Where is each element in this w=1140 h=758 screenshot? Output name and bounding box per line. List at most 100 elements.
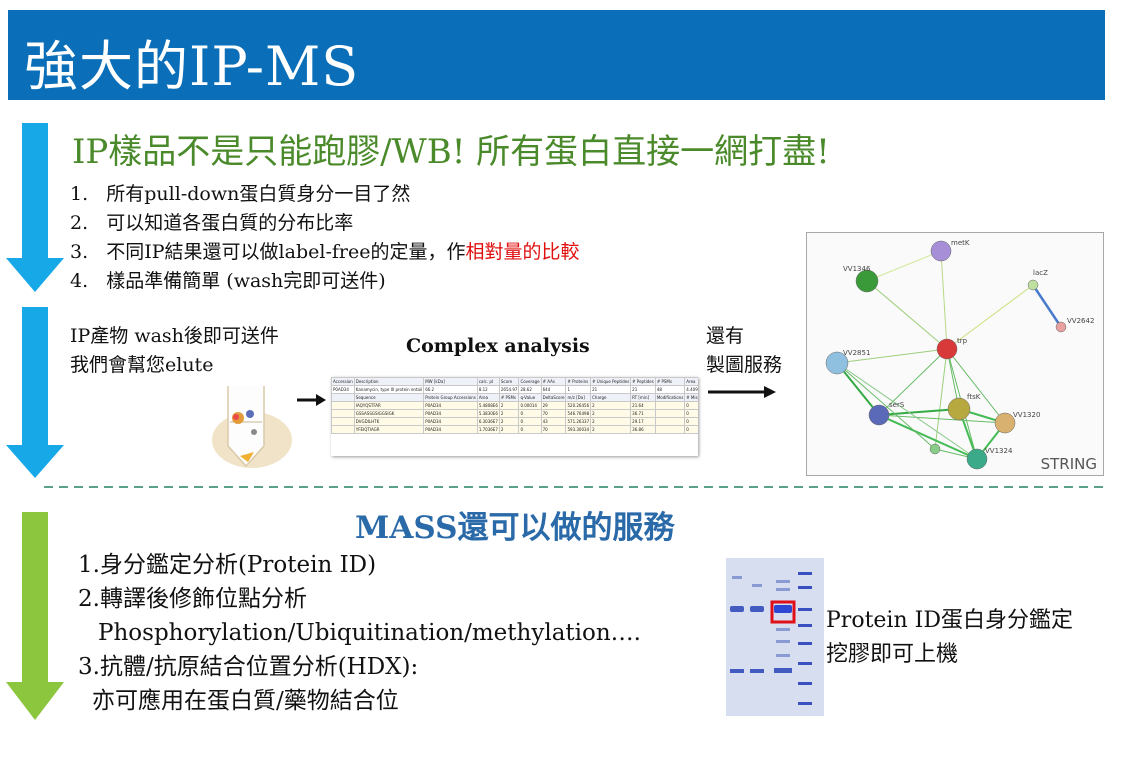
table-cell: 2	[498, 409, 520, 418]
table-cell: 2	[590, 409, 632, 418]
highlight-text: 相對量的比較	[465, 241, 580, 263]
table-cell: q-Value	[518, 393, 542, 402]
table-cell: 21	[630, 385, 656, 394]
table-cell: Modifications	[654, 393, 686, 402]
table-cell: Protein Group Accessions	[423, 393, 478, 402]
list-item: Phosphorylation/Ubiquitination/methylati…	[98, 620, 641, 646]
table-cell: 2	[498, 417, 520, 426]
table-cell: # PSMs	[498, 393, 520, 402]
table-cell: 2	[498, 425, 520, 434]
table-cell: 644	[540, 385, 567, 394]
string-network-figure: metK VV1346 lacZ VV2642 trp VV2851 serS …	[806, 232, 1104, 476]
table-cell: Description	[353, 377, 425, 386]
table-cell: 66.2	[423, 385, 478, 394]
table-cell: P0AD34	[423, 417, 478, 426]
table-cell: 0	[684, 425, 698, 434]
table-cell: MW [kDa]	[423, 377, 478, 386]
list-item: 2.轉譯後修飾位點分析	[78, 586, 307, 612]
table-cell: # Missed Cleavages	[684, 393, 698, 402]
table-cell: 546.76498	[565, 409, 592, 418]
table-cell: DVGDILHTK	[353, 417, 425, 426]
table-cell: # Unique Peptides	[590, 377, 632, 386]
table-cell: 5.4808E6	[476, 401, 500, 410]
table-cell	[331, 409, 355, 418]
table-cell	[654, 401, 686, 410]
table-cell	[331, 401, 355, 410]
network-node-VV1346: VV1346	[843, 265, 879, 293]
complex-analysis-title: Complex analysis	[406, 335, 590, 357]
table-cell: IAQYQSTFAR	[353, 401, 425, 410]
table-cell	[331, 425, 355, 434]
workflow-arrow-1	[297, 394, 326, 406]
table-cell: 70	[540, 425, 567, 434]
table-cell: 0	[518, 425, 542, 434]
svg-text:VV2851: VV2851	[843, 349, 870, 357]
list-item: 4. 樣品準備簡單 (wash完即可送件)	[70, 270, 386, 292]
sds-page-gel-image	[726, 558, 824, 716]
table-cell: 28.62	[518, 385, 542, 394]
table-cell: 0	[684, 417, 698, 426]
network-node-VV1320: VV1320	[994, 411, 1040, 434]
green-arrow	[6, 512, 64, 720]
table-cell: 2654.97	[498, 385, 520, 394]
table-cell: # AAs	[540, 377, 567, 386]
svg-text:metK: metK	[951, 239, 970, 247]
table-cell: Charge	[590, 393, 632, 402]
svg-text:VV1346: VV1346	[843, 265, 871, 273]
network-node-ftsK: ftsK	[947, 393, 981, 421]
gel-band-highlight	[770, 600, 796, 624]
table-cell: 1	[565, 385, 592, 394]
network-node-VV2851: VV2851	[825, 349, 870, 375]
gel-note: Protein ID蛋白身分鑑定 挖膠即可上機	[826, 608, 1073, 667]
table-cell: 21	[590, 385, 632, 394]
table-cell: Coverage	[518, 377, 542, 386]
ip-note-line2: 我們會幫您elute	[70, 354, 214, 376]
table-cell: 0	[684, 409, 698, 418]
table-cell	[654, 417, 686, 426]
network-graph: metK VV1346 lacZ VV2642 trp VV2851 serS …	[825, 239, 1094, 470]
svg-text:ftsK: ftsK	[967, 393, 981, 401]
table-cell: 8.12	[476, 385, 500, 394]
table-cell: 2	[590, 425, 632, 434]
string-label: STRING	[1040, 455, 1097, 473]
table-cell: 21.64	[630, 401, 656, 410]
network-node-trp: trp	[936, 337, 968, 360]
network-node-VV1324: VV1324	[966, 447, 1013, 470]
list-item: 亦可應用在蛋白質/藥物結合位	[92, 688, 399, 714]
workflow-arrow-2	[708, 386, 776, 398]
table-cell	[654, 425, 686, 434]
blue-arrow-top	[6, 123, 64, 292]
table-cell: 48	[654, 385, 686, 394]
table-cell: Area	[476, 393, 500, 402]
table-cell: 593.30034	[565, 425, 592, 434]
table-cell: 43	[540, 417, 567, 426]
table-cell: 36.86	[630, 425, 656, 434]
table-cell: YFEIQTIAGR	[353, 425, 425, 434]
table-cell: Kanamycin, type III protein entail	[353, 385, 425, 394]
table-cell: 0	[684, 401, 698, 410]
table-cell	[654, 409, 686, 418]
table-cell: GSSASSGSIGGSIGK	[353, 409, 425, 418]
table-cell: 2	[590, 417, 632, 426]
table-cell: 2	[590, 401, 632, 410]
page-title: 強大的IP-MS	[24, 35, 360, 98]
table-cell	[331, 393, 355, 402]
svg-text:lacZ: lacZ	[1033, 269, 1048, 277]
drawing-service-note: 還有 製圖服務	[706, 325, 783, 376]
table-cell: 0	[518, 409, 542, 418]
table-cell: 36.71	[630, 409, 656, 418]
table-cell: P0AD34	[331, 385, 355, 394]
table-cell: 29.17	[630, 417, 656, 426]
mass-services-title: MASS還可以做的服務	[355, 510, 675, 546]
table-cell: # Proteins	[565, 377, 592, 386]
network-node-VV2642: VV2642	[1055, 317, 1094, 333]
table-cell: Sequence	[353, 393, 425, 402]
table-cell: 0.00014	[518, 401, 542, 410]
